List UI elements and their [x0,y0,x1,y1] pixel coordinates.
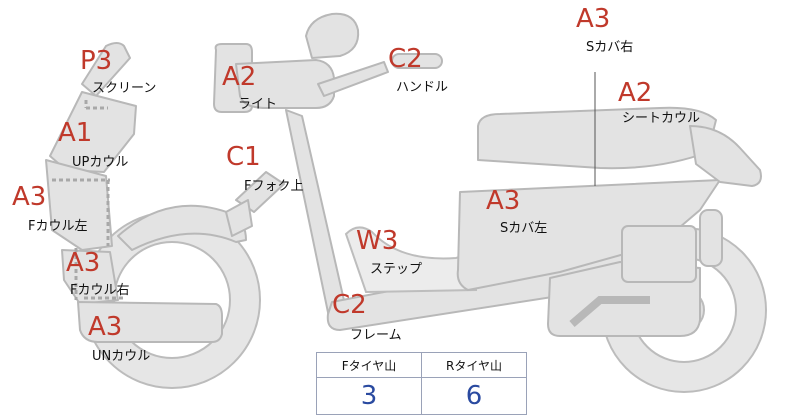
part-name: Fカウル左 [28,219,88,234]
front-fork-lower [225,199,253,237]
part-code: A3 [88,312,123,342]
front-cowl [45,159,113,251]
part-code: C2 [388,44,423,74]
part-name: Fフォク上 [244,179,304,194]
tire-header-row: Fタイヤ山 Rタイヤ山 [316,352,527,378]
part-code: A2 [222,62,257,92]
part-name: UNカウル [92,349,151,364]
part-code: C2 [332,290,367,320]
front-body [235,59,335,109]
part-code: A3 [576,4,611,34]
part-name: ステップ [370,262,423,277]
part-code: A3 [12,182,47,212]
seat [477,106,717,170]
part-name: スクリーン [92,81,157,96]
tire-value-row: 3 6 [316,377,527,415]
part-code: C1 [226,142,261,172]
step-floor [344,226,477,294]
part-name: フレーム [350,328,402,343]
part-code: W3 [356,226,399,256]
part-code: P3 [80,46,113,76]
part-code: A1 [58,118,93,148]
exhaust-pipe [569,296,650,328]
part-name: ハンドル [396,80,449,95]
part-code: A3 [66,248,101,278]
front-tire-value: 3 [316,377,422,415]
rear-tire-value: 6 [421,377,527,415]
handlebar [317,61,389,97]
part-name: UPカウル [72,155,129,170]
front-tire-header: Fタイヤ山 [316,352,422,378]
part-name: ライト [238,97,278,112]
part-name: シートカウル [622,111,701,126]
rear-tire-header: Rタイヤ山 [421,352,527,378]
upper-cowl [49,91,137,173]
windscreen [81,42,131,97]
under-cowl [77,301,223,343]
part-code: A2 [618,78,653,108]
tail-cowl [689,125,762,187]
part-name: Fカウル右 [70,283,130,298]
rear-shock [699,209,723,267]
handle-grip [391,53,443,69]
part-name: Sカバ左 [500,221,548,236]
part-code: A3 [486,186,521,216]
part-name: Sカバ右 [586,40,634,55]
swingarm [621,225,697,283]
mirror [305,12,360,59]
tire-tread-table: Fタイヤ山 Rタイヤ山 3 6 [316,352,527,415]
